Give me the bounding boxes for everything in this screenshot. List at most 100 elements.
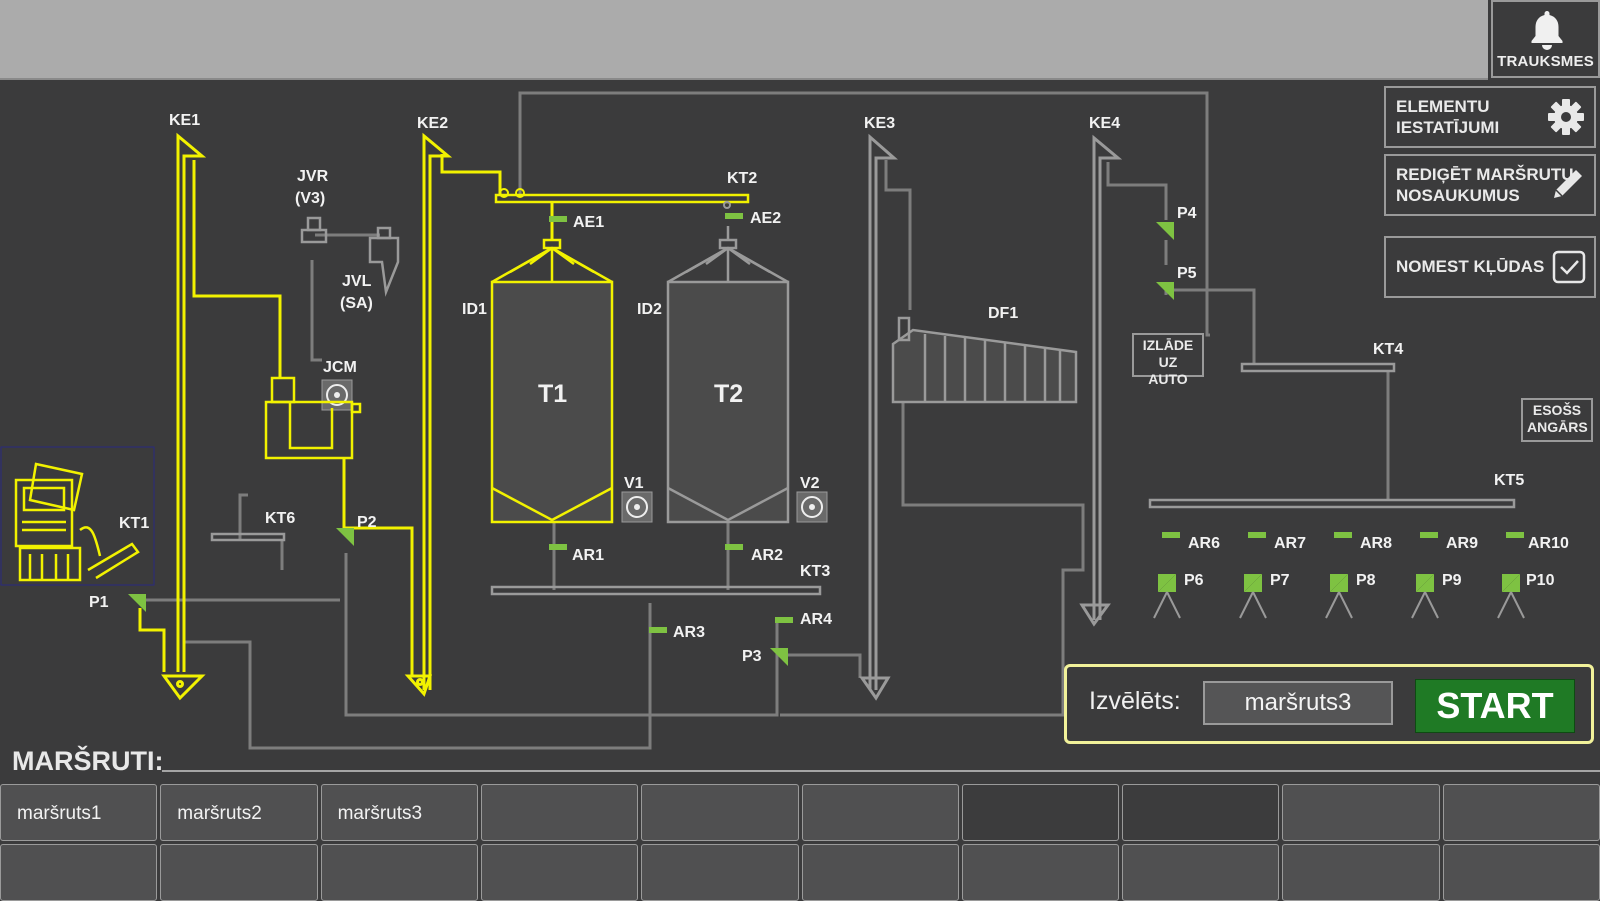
label-ae2: AE2 — [750, 210, 781, 227]
edit-route-names-button[interactable]: REDIĢĒT MARŠRUTU NOSAUKUMUS — [1384, 154, 1596, 216]
active-pipes — [138, 154, 554, 676]
label-v1: V1 — [624, 475, 644, 492]
label-p8: P8 — [1356, 572, 1376, 589]
route-slot-15[interactable] — [641, 844, 799, 901]
route-slot-17[interactable] — [961, 844, 1120, 901]
route-slot-7[interactable] — [961, 784, 1120, 841]
label-jvr-sub: (V3) — [295, 190, 325, 207]
jvl-cyclone — [368, 226, 400, 297]
label-ar10: AR10 — [1528, 535, 1569, 552]
fan-v2 — [796, 491, 828, 523]
route-slot-2[interactable]: maršruts2 — [160, 784, 318, 841]
route-slot-9[interactable] — [1282, 784, 1440, 841]
label-p10: P10 — [1526, 572, 1555, 589]
selected-route-label: Izvēlēts: — [1089, 687, 1181, 715]
label-jvl-sub: (SA) — [340, 295, 373, 312]
label-jvl: JVL — [342, 273, 372, 290]
silo-t1 — [490, 214, 614, 524]
label-ae1: AE1 — [573, 214, 604, 231]
route-slot-10[interactable] — [1442, 784, 1600, 841]
truck-intake — [0, 446, 155, 586]
ke4-elevator — [1079, 134, 1123, 627]
route-slot-16[interactable] — [801, 844, 959, 901]
label-id1: ID1 — [462, 301, 487, 318]
label-kt6: KT6 — [265, 510, 295, 527]
route-slot-3[interactable]: maršruts3 — [320, 784, 478, 841]
route-slot-18[interactable] — [1122, 844, 1280, 901]
gear-icon — [1548, 99, 1584, 135]
route-slot-11[interactable] — [0, 844, 158, 901]
bell-icon — [1531, 11, 1563, 50]
label-t1: T1 — [538, 380, 567, 408]
label-ke1: KE1 — [169, 112, 200, 129]
ke2-elevator — [404, 132, 453, 697]
label-df1: DF1 — [988, 305, 1018, 322]
label-p9: P9 — [1442, 572, 1462, 589]
label-jvr: JVR — [297, 168, 329, 185]
route-slot-1[interactable]: maršruts1 — [0, 784, 158, 841]
label-p3: P3 — [742, 648, 762, 665]
selected-route-field[interactable]: maršruts3 — [1203, 681, 1393, 725]
routes-divider — [162, 770, 1600, 772]
fan-v1 — [621, 491, 653, 523]
route-slot-5[interactable] — [641, 784, 799, 841]
label-ar2: AR2 — [751, 547, 783, 564]
reset-errors-label: NOMEST KĻŪDAS — [1396, 257, 1545, 276]
reset-errors-button[interactable]: NOMEST KĻŪDAS — [1384, 236, 1596, 298]
kt4-conveyor — [1240, 362, 1396, 373]
label-p4: P4 — [1177, 205, 1197, 222]
label-ar8: AR8 — [1360, 535, 1392, 552]
label-ar9: AR9 — [1446, 535, 1478, 552]
route-control-panel: Izvēlēts: maršruts3 START — [1064, 664, 1594, 744]
label-kt3: KT3 — [800, 563, 830, 580]
jcm-cleaner — [264, 376, 362, 460]
jvr-valve — [300, 216, 328, 244]
discharge-valves — [1153, 574, 1525, 619]
route-slot-12[interactable] — [160, 844, 318, 901]
label-ar1: AR1 — [572, 547, 604, 564]
ke1-elevator — [161, 132, 207, 701]
diagram-labels: KE1 KE2 KE3 KE4 JVR (V3) JVL (SA) JCM KT… — [89, 112, 1569, 665]
route-slot-4[interactable] — [480, 784, 639, 841]
label-v2: V2 — [800, 475, 820, 492]
element-settings-label: ELEMENTU IESTATĪJUMI — [1396, 97, 1500, 137]
edit-route-names-label: REDIĢĒT MARŠRUTU NOSAUKUMUS — [1396, 165, 1574, 205]
label-p1: P1 — [89, 594, 109, 611]
route-slot-19[interactable] — [1282, 844, 1440, 901]
label-t2: T2 — [714, 380, 743, 408]
label-ar6: AR6 — [1188, 535, 1220, 552]
top-bar — [0, 0, 1488, 80]
label-p7: P7 — [1270, 572, 1290, 589]
label-ar4: AR4 — [800, 611, 832, 628]
element-settings-button[interactable]: ELEMENTU IESTATĪJUMI — [1384, 86, 1596, 148]
route-slot-14[interactable] — [480, 844, 639, 901]
label-ke3: KE3 — [864, 115, 895, 132]
label-kt2: KT2 — [727, 170, 757, 187]
valve-indicators — [128, 222, 1174, 666]
label-jcm: JCM — [323, 359, 357, 376]
kt2-conveyor — [494, 188, 750, 209]
kt5-conveyor — [1148, 498, 1516, 509]
status-indicators — [549, 213, 1524, 633]
df1-dryer — [891, 316, 1078, 404]
label-p6: P6 — [1184, 572, 1204, 589]
label-ar7: AR7 — [1274, 535, 1306, 552]
kt3-conveyor — [490, 585, 822, 596]
label-p5: P5 — [1177, 265, 1197, 282]
route-slot-8[interactable] — [1122, 784, 1280, 841]
label-ar3: AR3 — [673, 624, 705, 641]
unload-to-truck-tag: IZLĀDE UZ AUTO — [1132, 333, 1204, 387]
alarms-button[interactable]: TRAUKSMES — [1491, 0, 1600, 78]
route-slot-6[interactable] — [801, 784, 959, 841]
route-slot-13[interactable] — [320, 844, 478, 901]
inactive-pipes — [140, 91, 1390, 750]
start-button[interactable]: START — [1415, 679, 1575, 733]
routes-grid: maršruts1 maršruts2 maršruts3 — [0, 784, 1600, 901]
route-slot-20[interactable] — [1442, 844, 1600, 901]
label-kt1: KT1 — [119, 515, 149, 532]
label-ke4: KE4 — [1089, 115, 1120, 132]
silo-t2 — [666, 226, 790, 524]
routes-title: MARŠRUTI: — [12, 746, 164, 776]
label-p2: P2 — [357, 514, 377, 531]
